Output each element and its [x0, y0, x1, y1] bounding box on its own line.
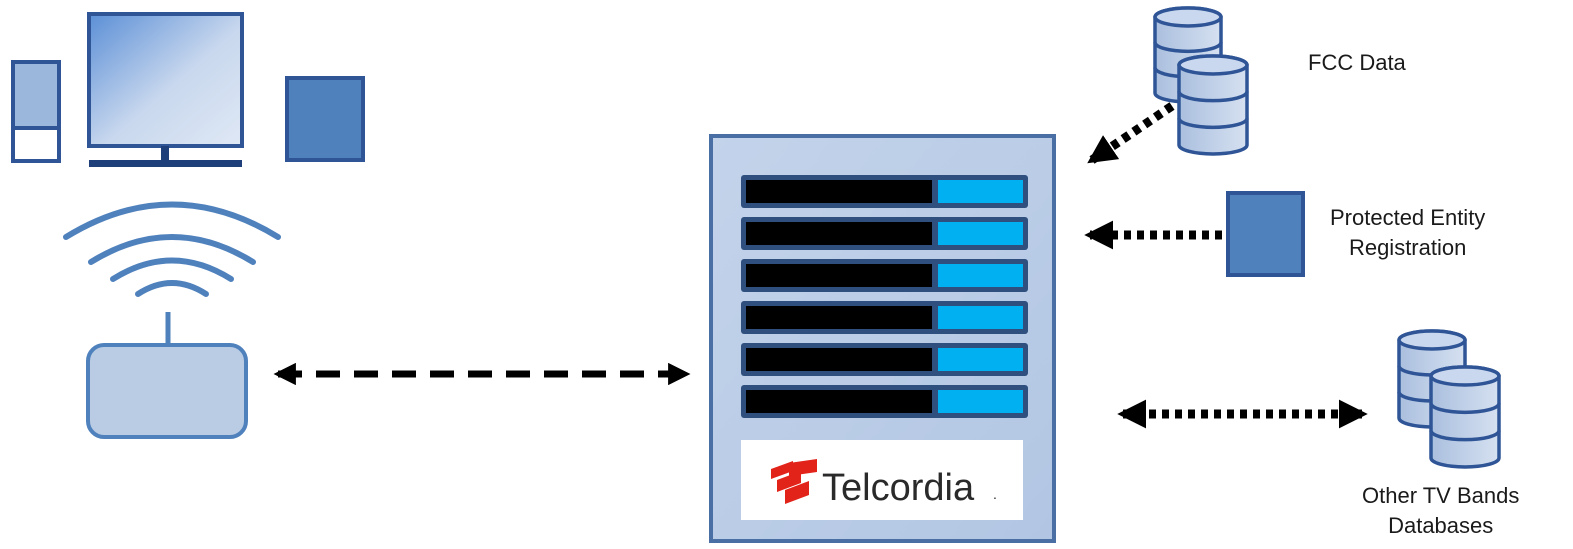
server-rack-unit	[741, 301, 1028, 334]
telcordia-logo: Telcordia .	[741, 440, 1023, 520]
tablet-icon	[285, 76, 365, 162]
telcordia-logo-text: Telcordia	[822, 467, 975, 509]
desktop-tower-icon	[11, 60, 61, 163]
protected-entity-label-line2: Registration	[1348, 235, 1467, 260]
server-rack-unit	[741, 385, 1028, 418]
database-cylinder	[1429, 365, 1501, 469]
protected-entity-label-line1: Protected Entity	[1330, 205, 1486, 230]
fcc-to-server-arrow	[1087, 102, 1175, 164]
server-rack-unit	[741, 175, 1028, 208]
database-icon-fcc	[1153, 6, 1249, 156]
database-icon-other	[1397, 329, 1501, 469]
telcordia-flag-icon	[771, 459, 817, 504]
database-cylinder	[1177, 54, 1249, 156]
server-rack-unit	[741, 217, 1028, 250]
server-rack-unit	[741, 259, 1028, 292]
document-icon	[1226, 191, 1305, 277]
other-tv-bands-label-line2: Databases	[1388, 513, 1494, 538]
telcordia-logo-mark: .	[993, 486, 997, 502]
other-tv-bands-label: Other TV Bands Databases	[1362, 481, 1519, 541]
fcc-data-label: FCC Data	[1308, 50, 1406, 75]
protected-entity-label: Protected Entity Registration	[1330, 203, 1485, 263]
wifi-icon	[63, 201, 281, 297]
other-tv-bands-label-line1: Other TV Bands	[1362, 483, 1520, 508]
server-rack-unit	[741, 343, 1028, 376]
router-icon	[86, 312, 248, 439]
monitor-icon	[87, 12, 244, 167]
